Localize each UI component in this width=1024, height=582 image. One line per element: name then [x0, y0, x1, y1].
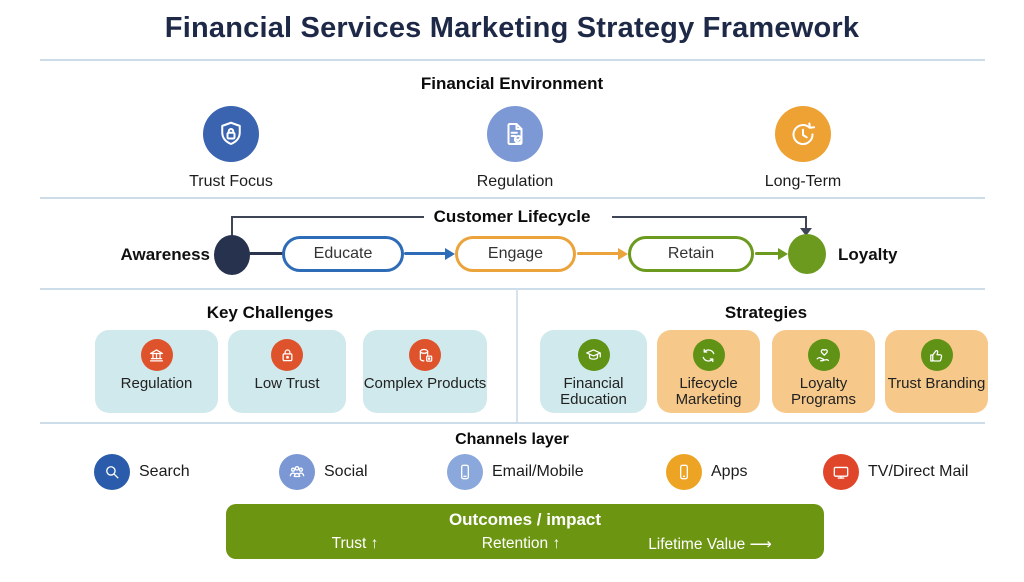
strategy-label: Trust Branding	[887, 375, 986, 392]
arrow-retain-loyalty	[755, 252, 779, 255]
env-item-regulation: Regulation	[445, 106, 585, 191]
channel-email-mobile: Email/Mobile	[447, 454, 584, 490]
thumbs-up-icon	[920, 339, 953, 371]
hand-heart-icon	[807, 339, 840, 371]
awareness-label: Awareness	[120, 245, 210, 264]
strategy-card-financial-education: Financial Education	[540, 330, 647, 413]
channel-label: Social	[324, 463, 368, 480]
divider-environment	[40, 197, 985, 199]
divider-top	[40, 59, 985, 61]
env-label: Long-Term	[764, 173, 842, 190]
mobile-icon	[447, 454, 483, 490]
refresh-icon	[692, 339, 725, 371]
challenge-card-complex-products: Complex Products	[363, 330, 487, 413]
divider-cards	[40, 422, 985, 424]
bank-icon	[140, 339, 173, 371]
tv-icon	[823, 454, 859, 490]
challenge-card-low-trust: Low Trust	[228, 330, 346, 413]
stage-retain: Retain	[628, 236, 754, 272]
channels-heading: Channels layer	[455, 431, 569, 448]
channel-label: TV/Direct Mail	[868, 463, 969, 480]
document-check-icon	[487, 106, 543, 162]
env-item-long-term: Long-Term	[733, 106, 873, 191]
outcomes-bar: Outcomes / impact Trust ↑ Retention ↑ Li…	[226, 504, 824, 559]
arrow-educate-engage	[404, 252, 446, 255]
channel-label: Apps	[711, 463, 748, 480]
challenge-label: Complex Products	[363, 375, 487, 392]
outcome-retention: Retention ↑	[481, 535, 561, 552]
stage-educate: Educate	[282, 236, 404, 272]
strategy-card-lifecycle-marketing: Lifecycle Marketing	[657, 330, 760, 413]
strategy-card-loyalty-programs: Loyalty Programs	[772, 330, 875, 413]
challenge-label: Regulation	[120, 375, 193, 392]
challenges-heading: Key Challenges	[206, 303, 334, 322]
outcome-trust: Trust ↑	[331, 535, 379, 552]
shield-lock-icon	[203, 106, 259, 162]
channel-search: Search	[94, 454, 190, 490]
awareness-node	[214, 235, 250, 275]
env-label: Regulation	[476, 173, 554, 190]
channel-social: Social	[279, 454, 368, 490]
connector-line	[248, 252, 284, 255]
env-item-trust-focus: Trust Focus	[161, 106, 301, 191]
bracket-left-horizontal	[231, 216, 424, 218]
strategy-card-trust-branding: Trust Branding	[885, 330, 988, 413]
channel-label: Email/Mobile	[492, 463, 584, 480]
bracket-left-vertical	[231, 216, 233, 236]
channel-label: Search	[139, 463, 190, 480]
outcomes-heading: Outcomes / impact	[448, 510, 602, 529]
graduation-cap-icon	[577, 339, 610, 371]
strategy-label: Lifecycle Marketing	[675, 375, 742, 408]
arrow-engage-retain	[577, 252, 619, 255]
loyalty-label: Loyalty	[838, 245, 898, 264]
products-box-icon	[409, 339, 441, 371]
lifecycle-heading: Customer Lifecycle	[433, 207, 591, 226]
lock-icon	[271, 339, 303, 371]
environment-heading: Financial Environment	[420, 74, 604, 93]
people-icon	[279, 454, 315, 490]
page-title: Financial Services Marketing Strategy Fr…	[164, 12, 860, 44]
bracket-right-vertical	[805, 216, 807, 229]
channel-tv-direct-mail: TV/Direct Mail	[823, 454, 968, 490]
bracket-right-horizontal	[612, 216, 806, 218]
divider-lifecycle	[40, 288, 985, 290]
strategy-label: Financial Education	[560, 375, 627, 408]
loyalty-node	[788, 234, 826, 274]
env-label: Trust Focus	[189, 173, 273, 190]
channel-apps: Apps	[666, 454, 747, 490]
outcome-lifetime-value: Lifetime Value ⟶	[648, 536, 772, 553]
divider-vertical	[516, 289, 518, 422]
stage-engage: Engage	[455, 236, 576, 272]
search-icon	[94, 454, 130, 490]
strategy-label: Loyalty Programs	[790, 375, 857, 408]
strategies-heading: Strategies	[724, 303, 808, 322]
challenge-label: Low Trust	[254, 375, 320, 392]
app-phone-icon	[666, 454, 702, 490]
bracket-arrow-down-icon	[800, 228, 812, 236]
challenge-card-regulation: Regulation	[95, 330, 218, 413]
clock-history-icon	[775, 106, 831, 162]
